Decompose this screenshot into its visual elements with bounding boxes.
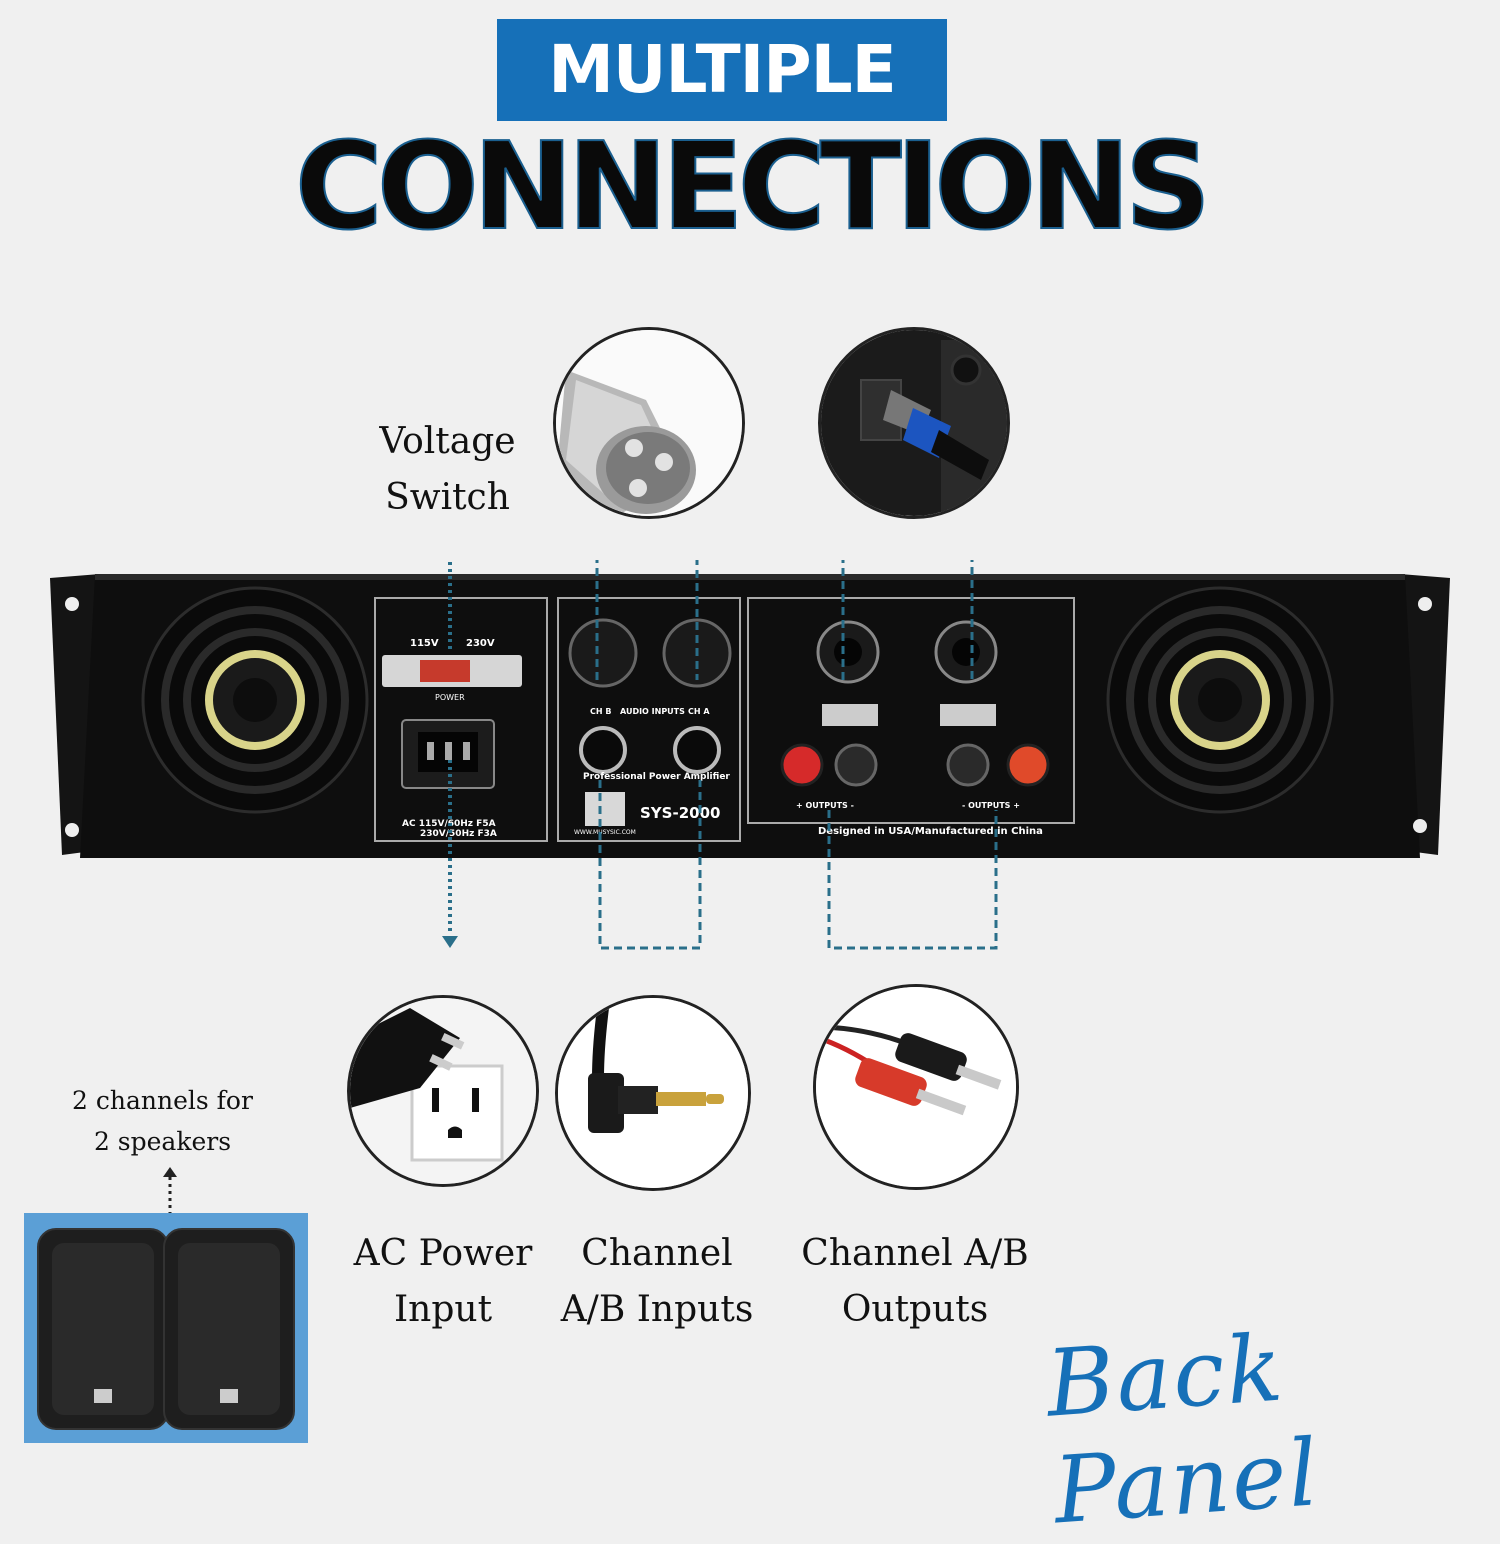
xlr-connector-photo — [553, 327, 745, 519]
power-label: POWER — [435, 693, 465, 702]
ac-power-photo — [347, 995, 539, 1187]
binding-post-red-a[interactable] — [1006, 743, 1050, 787]
amplifier-back-panel: 115V 230V POWER AC 115V/60Hz F5A 230V/50… — [50, 560, 1450, 950]
binding-post-black-b[interactable] — [834, 743, 878, 787]
ac-power-line1: AC Power — [353, 1233, 533, 1274]
fuse-line2: 230V/50Hz F3A — [420, 829, 497, 839]
outputs-b-label: + OUTPUTS - — [796, 801, 854, 810]
speakers-photo — [24, 1213, 308, 1443]
url-label: WWW.MUSYSIC.COM — [574, 829, 636, 836]
xlr-plug-icon — [556, 330, 742, 516]
inputs-label: Channel A/B Inputs — [548, 1226, 766, 1338]
back-panel-script: Back Panel — [1043, 1314, 1324, 1544]
audio-inputs-label: AUDIO INPUTS — [620, 707, 685, 716]
xlr-input-ch-b[interactable] — [568, 618, 638, 688]
ac-power-line2: Input — [393, 1289, 493, 1330]
ac-power-label: AC Power Input — [343, 1226, 543, 1338]
outputs-line1: Channel A/B — [801, 1233, 1029, 1274]
jack-cable-photo — [555, 995, 751, 1191]
jack-input-ch-b[interactable] — [579, 726, 627, 774]
power-section-frame — [374, 597, 548, 842]
speakers-line1: 2 channels for — [72, 1086, 253, 1115]
banana-plug-photo — [813, 984, 1019, 1190]
speakers-label: 2 channels for 2 speakers — [55, 1080, 270, 1162]
right-fan — [1106, 586, 1334, 814]
ch-a-input-label: CH A — [688, 707, 710, 716]
inputs-section-frame — [557, 597, 741, 842]
outputs-a-label: - OUTPUTS + — [962, 801, 1020, 810]
outputs-section-frame — [747, 597, 1075, 824]
speakon-plug-icon — [821, 330, 1007, 516]
brand-logo — [585, 792, 625, 826]
banana-plug-icon — [816, 987, 1016, 1187]
v230-label: 230V — [466, 638, 495, 649]
page-title: CONNECTIONS — [294, 117, 1212, 258]
header-badge: MULTIPLE — [497, 19, 947, 121]
ch-b-input-label: CH B — [590, 707, 611, 716]
outputs-label: Channel A/B Outputs — [790, 1226, 1040, 1338]
power-plug-icon — [350, 998, 536, 1184]
left-fan — [141, 586, 369, 814]
voltage-switch-line1: Voltage — [379, 421, 516, 462]
outputs-line2: Outputs — [841, 1289, 989, 1330]
inputs-line1: Channel — [581, 1233, 733, 1274]
speaker-pair-icon — [37, 1228, 295, 1430]
voltage-switch-label: Voltage Switch — [340, 414, 555, 526]
v115-label: 115V — [410, 638, 439, 649]
speakon-connector-photo — [818, 327, 1010, 519]
binding-post-black-a[interactable] — [946, 743, 990, 787]
quarter-inch-jack-icon — [558, 998, 748, 1188]
inputs-line2: A/B Inputs — [560, 1289, 754, 1330]
model-label: SYS-2000 — [640, 804, 720, 822]
jack-input-ch-a[interactable] — [673, 726, 721, 774]
pro-amp-label: Professional Power Amplifier — [583, 772, 730, 782]
voltage-switch-line2: Switch — [385, 477, 510, 518]
designed-label: Designed in USA/Manufactured in China — [818, 826, 1043, 837]
speakers-line2: 2 speakers — [93, 1127, 232, 1156]
dashed-guides — [595, 560, 998, 950]
binding-post-red-b[interactable] — [780, 743, 824, 787]
